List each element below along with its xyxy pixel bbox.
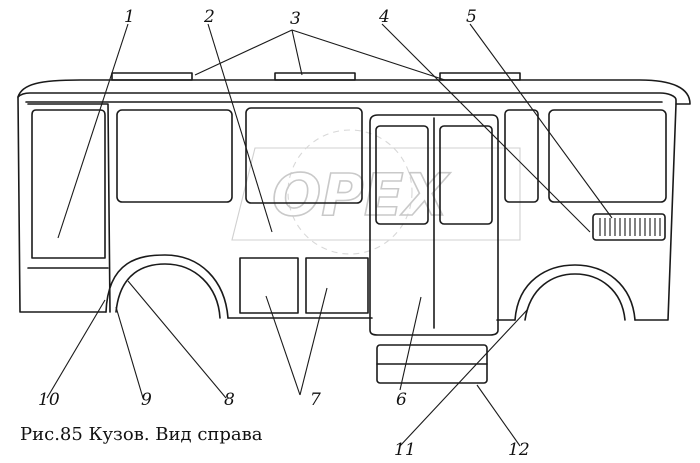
front-door-window [31, 109, 106, 259]
leader-11 [399, 308, 529, 447]
leader-5 [469, 23, 613, 219]
callout-10: 10 [38, 390, 60, 410]
callout-5: 5 [466, 7, 477, 27]
roof-hatch-front [111, 72, 193, 81]
leader-lines [46, 23, 613, 447]
callout-8: 8 [224, 390, 235, 410]
leader-4 [381, 23, 591, 233]
ventilation-grille [592, 213, 666, 241]
middle-door-window-right [439, 125, 493, 225]
leader-12 [476, 384, 521, 447]
leader-7b [299, 287, 328, 396]
roof-hatch-rear [439, 72, 521, 81]
leader-8 [127, 280, 227, 399]
lower-panel-left [239, 257, 299, 314]
rear-arch-flare [524, 273, 626, 321]
callout-11: 11 [394, 440, 416, 460]
callout-1: 1 [124, 7, 135, 27]
side-window-4 [548, 109, 667, 203]
side-window-1 [116, 109, 233, 203]
leader-3c [291, 29, 446, 81]
body-front-end [17, 96, 107, 313]
leader-3b [291, 29, 303, 76]
callout-6: 6 [396, 390, 407, 410]
callout-9: 9 [141, 390, 152, 410]
callout-7: 7 [310, 390, 321, 410]
leader-7a [265, 295, 301, 396]
roof-hatch-middle [274, 72, 356, 81]
body-rear-end [634, 103, 677, 321]
callout-12: 12 [508, 440, 530, 460]
leader-1 [57, 23, 129, 239]
leader-6 [399, 296, 422, 391]
callout-3: 3 [290, 9, 301, 29]
roof-outline [17, 79, 691, 105]
side-window-2 [245, 107, 363, 204]
side-window-3 [504, 109, 539, 203]
front-arch-flare [115, 263, 221, 319]
callout-2: 2 [203, 7, 215, 27]
leader-3a [194, 29, 293, 76]
callout-numbers: 1 2 3 4 5 6 7 8 9 10 11 12 [38, 7, 530, 460]
middle-door-frame [369, 114, 499, 336]
lower-panel-right [305, 257, 369, 314]
callout-4: 4 [378, 7, 390, 27]
leader-10 [46, 299, 106, 399]
front-door-panel [27, 103, 111, 313]
figure-caption: Рис.85 Кузов. Вид справа [20, 424, 263, 445]
middle-door-window-left [375, 125, 429, 225]
front-wheel-arch [105, 254, 229, 319]
leader-2 [207, 23, 273, 233]
rear-wheel-arch [514, 264, 636, 321]
leader-9 [115, 306, 144, 399]
